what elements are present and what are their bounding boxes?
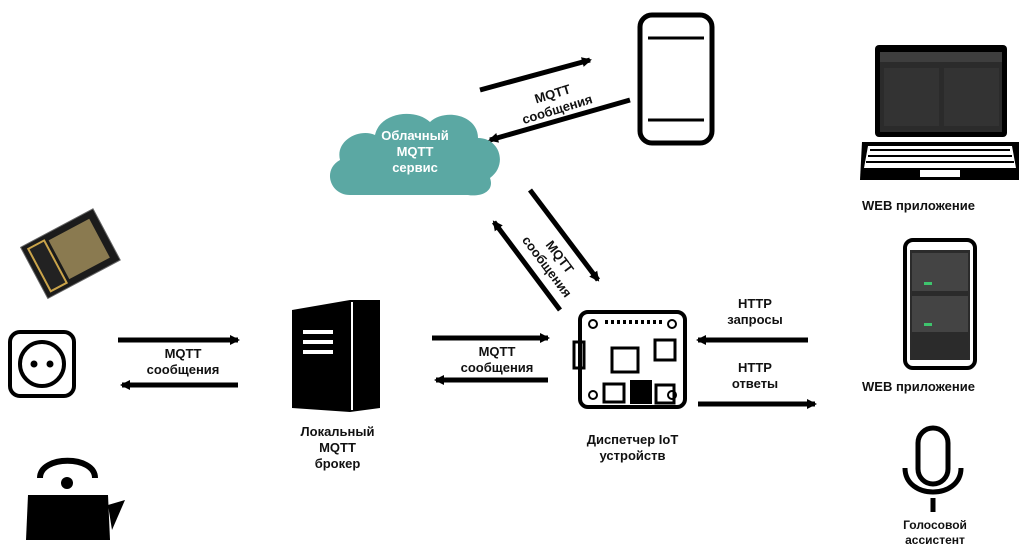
kettle-icon — [26, 457, 125, 540]
http-requests-line2: запросы — [727, 312, 783, 327]
voice-assistant-label: Голосовой ассистент — [880, 518, 990, 548]
broker-dispatcher-arrows — [432, 333, 550, 385]
cloud-icon — [329, 113, 500, 196]
laptop-icon — [860, 45, 1019, 180]
smartphone-app-icon — [903, 238, 977, 370]
http-responses-line2: ответы — [731, 376, 779, 391]
smartphone-icon — [637, 12, 715, 146]
devices-broker-link-line1: MQTT — [164, 346, 202, 361]
broker-label-line2: MQTT — [319, 440, 356, 455]
devices-broker-link-line2: сообщения — [146, 362, 220, 377]
http-requests-line1: HTTP — [738, 296, 772, 311]
devices-broker-link-label: MQTT сообщения — [128, 346, 238, 378]
broker-dispatcher-link-label: MQTT сообщения — [442, 344, 552, 376]
http-requests-label: HTTP запросы — [705, 296, 805, 328]
cloud-dispatcher-arrows — [492, 188, 600, 312]
dispatcher-label: Диспетчер IoT устройств — [560, 432, 705, 464]
devices-broker-arrows — [118, 335, 240, 390]
microphone-icon — [902, 425, 964, 512]
server-icon — [292, 300, 380, 412]
esp-module-icon — [19, 208, 121, 300]
broker-dispatcher-link-line2: сообщения — [460, 360, 534, 375]
web-app-laptop-label: WEB приложение — [862, 198, 975, 213]
socket-icon — [8, 330, 76, 398]
broker-label-line1: Локальный — [300, 424, 375, 439]
cloud-label: Облачный MQTT сервис — [360, 128, 470, 176]
broker-dispatcher-link-line1: MQTT — [478, 344, 516, 359]
voice-assistant-line2: ассистент — [905, 533, 965, 547]
http-responses-line1: HTTP — [738, 360, 772, 375]
cloud-phone-arrows — [479, 57, 631, 143]
http-arrows — [696, 335, 817, 409]
dispatcher-label-line1: Диспетчер IoT — [586, 432, 679, 447]
cloud-label-line3: сервис — [392, 160, 438, 175]
cloud-label-line1: Облачный — [381, 128, 449, 143]
raspberry-board-icon — [572, 310, 687, 409]
http-responses-label: HTTP ответы — [705, 360, 805, 392]
broker-label-line3: брокер — [314, 456, 361, 471]
web-app-phone-label: WEB приложение — [862, 379, 975, 394]
cloud-label-line2: MQTT — [396, 144, 434, 159]
broker-label: Локальный MQTT брокер — [275, 424, 400, 472]
dispatcher-label-line2: устройств — [599, 448, 666, 463]
voice-assistant-line1: Голосовой — [903, 518, 967, 532]
